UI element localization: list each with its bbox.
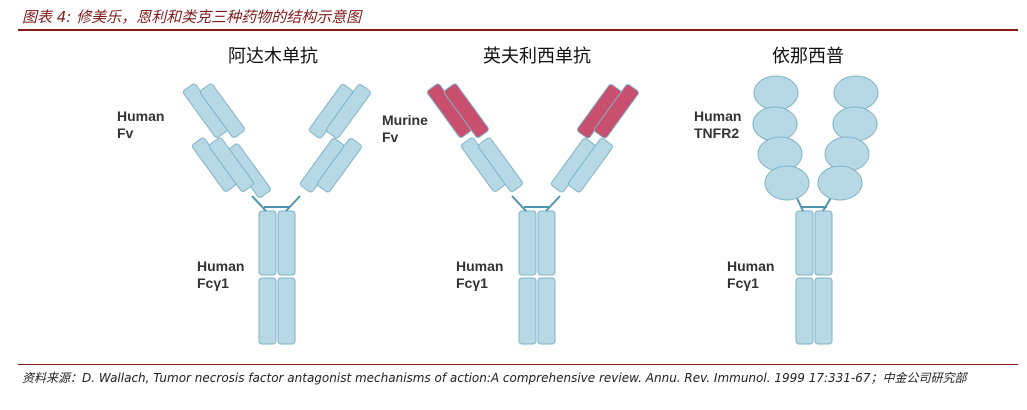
immunoglobulin-domain	[796, 278, 813, 344]
immunoglobulin-domain	[538, 211, 555, 275]
hinge-link	[286, 196, 300, 211]
immunoglobulin-domain	[815, 278, 832, 344]
hinge-link	[252, 196, 266, 211]
tnfr2-domain	[834, 76, 878, 110]
fusion-protein-etanercept	[753, 76, 878, 344]
immunoglobulin-domain	[538, 278, 555, 344]
immunoglobulin-domain	[259, 278, 276, 344]
tnfr2-domain	[818, 166, 862, 200]
immunoglobulin-domain	[519, 211, 536, 275]
hinge-link	[512, 196, 526, 211]
hinge	[512, 196, 560, 211]
immunoglobulin-domain	[796, 211, 813, 275]
immunoglobulin-domain	[519, 278, 536, 344]
immunoglobulin-domain	[278, 211, 295, 275]
tnfr2-domain	[825, 137, 869, 171]
fab-arm-right	[550, 83, 639, 193]
tnfr2-domains-left	[753, 76, 809, 200]
fc-region	[519, 211, 555, 344]
tnfr2-domain	[753, 107, 797, 141]
hinge	[252, 196, 300, 211]
tnfr2-domains-right	[818, 76, 878, 200]
fab-arm-left	[426, 83, 523, 193]
fab-arm-right	[299, 83, 371, 193]
fc-region	[259, 211, 295, 344]
hinge-link	[546, 196, 560, 211]
fc-region	[796, 211, 832, 344]
immunoglobulin-domain	[815, 211, 832, 275]
tnfr2-domain	[765, 166, 809, 200]
immunoglobulin-domain	[259, 211, 276, 275]
tnfr2-domain	[754, 76, 798, 110]
fab-arm-left	[182, 83, 271, 199]
tnfr2-domain	[758, 137, 802, 171]
antibody-adalimumab	[182, 83, 371, 344]
source-rule	[18, 364, 1018, 365]
antibody-infliximab	[426, 83, 639, 344]
hinge	[796, 196, 832, 211]
tnfr2-domain	[833, 107, 877, 141]
source-note: 资料来源：D. Wallach, Tumor necrosis factor a…	[22, 370, 1012, 386]
immunoglobulin-domain	[278, 278, 295, 344]
